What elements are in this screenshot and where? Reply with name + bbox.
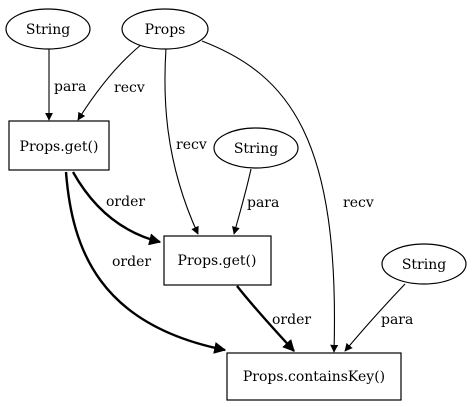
- edge-label-order-2: order: [112, 254, 151, 270]
- edge-string1-get1: para: [45, 49, 86, 121]
- node-label-string-3: String: [402, 257, 446, 273]
- edge-label-para-2: para: [247, 195, 279, 211]
- edge-props-get2: recv: [164, 47, 207, 235]
- node-label-props-containskey: Props.containsKey(): [243, 369, 385, 385]
- edge-label-para-1: para: [54, 79, 86, 95]
- node-props: Props: [121, 8, 209, 50]
- edge-string3-contains: para: [344, 283, 413, 352]
- node-label-string-1: String: [26, 22, 70, 38]
- edge-label-recv-1: recv: [114, 80, 145, 96]
- node-label-string-2: String: [234, 141, 278, 157]
- edges: para recv recv recv para order: [45, 40, 413, 354]
- node-props-containskey: Props.containsKey(): [226, 352, 402, 401]
- node-string-1: String: [5, 8, 91, 50]
- node-props-get-2: Props.get(): [163, 235, 272, 286]
- edge-string2-get2: para: [232, 168, 279, 235]
- edge-label-order-1: order: [106, 194, 145, 210]
- edge-props-get1: recv: [77, 43, 145, 121]
- node-label-props-get-1: Props.get(): [20, 139, 99, 155]
- edge-label-para-3: para: [381, 312, 413, 328]
- edge-label-recv-2: recv: [176, 137, 207, 153]
- edge-get1-get2: order: [71, 171, 162, 246]
- edge-get2-contains: order: [236, 285, 311, 352]
- edge-label-recv-3: recv: [343, 195, 374, 211]
- edge-props-contains: recv: [201, 40, 374, 353]
- edge-get1-contains: order: [64, 171, 227, 354]
- node-props-get-1: Props.get(): [8, 120, 110, 171]
- nodes: String Props Props.get() String Props.ge…: [5, 8, 467, 401]
- edge-label-order-3: order: [272, 312, 311, 328]
- node-string-2: String: [213, 127, 299, 169]
- node-string-3: String: [381, 243, 467, 285]
- node-label-props: Props: [145, 22, 186, 38]
- node-label-props-get-2: Props.get(): [178, 253, 257, 269]
